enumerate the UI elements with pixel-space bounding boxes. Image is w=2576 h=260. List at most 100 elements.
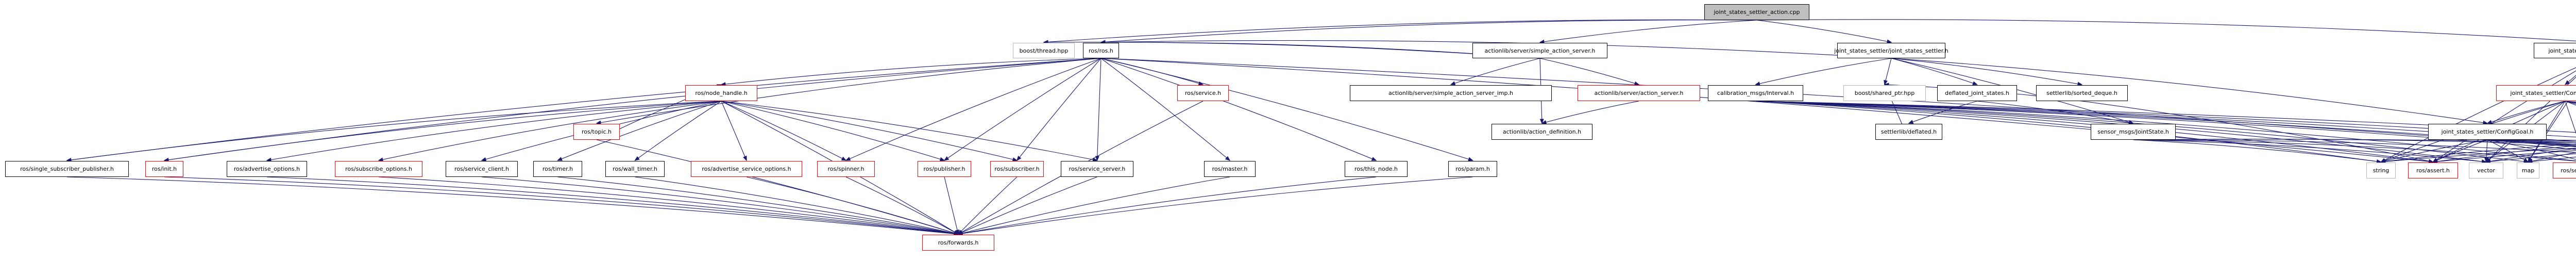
include-edge-topic-to-forwards bbox=[596, 139, 959, 235]
include-edge-interval-to-time bbox=[1755, 101, 2576, 146]
graph-node-node-handle[interactable]: ros/node_handle.h bbox=[685, 85, 757, 101]
include-edge-svc_client-to-forwards bbox=[481, 176, 959, 236]
graph-node-label: joint_states_settler/ConfigActionGoal.h bbox=[2510, 90, 2576, 96]
graph-node-sorted-deque[interactable]: settlerlib/sorted_deque.h bbox=[2036, 85, 2128, 101]
include-edge-cfga-to-cfgag bbox=[2564, 75, 2576, 85]
include-edge-cfga-to-vec bbox=[2485, 76, 2576, 163]
graph-node-ssp[interactable]: ros/single_subscriber_publisher.h bbox=[5, 161, 129, 177]
graph-node-label: ros/serialization.h bbox=[2561, 167, 2576, 174]
include-edge-node_handle-to-spinner bbox=[721, 101, 847, 161]
include-edge-sas-to-aserver bbox=[1539, 58, 1640, 86]
include-edge-root-to-ros_ros bbox=[1100, 20, 1757, 44]
include-edge-jointstate-to-ostream bbox=[2133, 139, 2576, 153]
include-edge-ros_ros-to-topic bbox=[596, 58, 1101, 125]
graph-node-aserver[interactable]: actionlib/server/action_server.h bbox=[1578, 85, 1700, 101]
graph-node-label: actionlib/server/simple_action_server_im… bbox=[1388, 90, 1513, 96]
include-edge-node_handle-to-ssp bbox=[66, 101, 722, 162]
include-edge-ros_ros-to-this_node bbox=[1100, 58, 1377, 161]
graph-node-label: ros/assert.h bbox=[2416, 167, 2450, 174]
graph-node-sas-imp[interactable]: actionlib/server/simple_action_server_im… bbox=[1350, 85, 1552, 101]
graph-node-spinner[interactable]: ros/spinner.h bbox=[817, 161, 875, 177]
include-edge-interval-to-traits bbox=[1755, 101, 2576, 138]
include-edge-node_handle-to-adv_opts bbox=[266, 101, 722, 162]
graph-node-deflated-js[interactable]: deflated_joint_states.h bbox=[1937, 85, 2017, 101]
graph-node-timer[interactable]: ros/timer.h bbox=[533, 161, 582, 177]
graph-node-label: deflated_joint_states.h bbox=[1945, 90, 2009, 96]
include-edge-node_handle-to-sub_opts bbox=[378, 101, 722, 162]
graph-node-jointstate[interactable]: sensor_msgs/JointState.h bbox=[2091, 124, 2176, 140]
graph-node-action-def[interactable]: actionlib/action_definition.h bbox=[1492, 124, 1592, 140]
graph-node-label: joint_states_settler/ConfigAction.h bbox=[2548, 47, 2576, 54]
include-edge-ros_ros-to-node_handle bbox=[720, 58, 1101, 87]
graph-node-label: ros/advertise_options.h bbox=[233, 166, 300, 172]
graph-node-label: ros/single_subscriber_publisher.h bbox=[20, 166, 114, 172]
include-edge-cfggoal-to-str bbox=[2380, 139, 2488, 163]
include-edge-jointstate-to-msgops bbox=[2133, 139, 2576, 143]
graph-node-label: actionlib/server/action_server.h bbox=[1594, 90, 1684, 96]
graph-node-init[interactable]: ros/init.h bbox=[145, 161, 183, 177]
graph-node-label: ros/timer.h bbox=[542, 166, 573, 172]
graph-node-adv-svc-opts[interactable]: ros/advertise_service_options.h bbox=[691, 161, 802, 177]
include-edge-root-to-jss bbox=[1756, 20, 1892, 44]
include-edge-interval-to-str bbox=[1755, 101, 2382, 164]
graph-node-label: joint_states_settler/joint_states_settle… bbox=[1834, 47, 1948, 54]
graph-node-vec: vector bbox=[2469, 163, 2503, 178]
include-edge-jss-to-shared_ptr bbox=[1884, 58, 1892, 86]
include-edge-ros_ros-to-init bbox=[163, 58, 1101, 162]
graph-node-jss[interactable]: joint_states_settler/joint_states_settle… bbox=[1834, 43, 1948, 58]
graph-node-interval[interactable]: calibration_msgs/Interval.h bbox=[1708, 85, 1803, 101]
graph-node-deflated[interactable]: settlerlib/deflated.h bbox=[1875, 124, 1942, 140]
graph-node-label: ros/master.h bbox=[1212, 166, 1248, 172]
graph-node-topic[interactable]: ros/topic.h bbox=[573, 124, 620, 140]
include-edge-adv_svc_opts-to-forwards bbox=[746, 176, 959, 235]
include-edge-init-to-forwards bbox=[164, 176, 959, 236]
graph-node-cfggoal[interactable]: joint_states_settler/ConfigGoal.h bbox=[2428, 124, 2547, 140]
graph-node-service[interactable]: ros/service.h bbox=[1177, 85, 1229, 101]
include-edge-sas-to-sas_imp bbox=[1450, 58, 1540, 86]
include-edge-adv_opts-to-forwards bbox=[266, 176, 959, 236]
graph-node-svc-server[interactable]: ros/service_server.h bbox=[1061, 161, 1133, 177]
include-edge-node_handle-to-adv_svc_opts bbox=[721, 101, 747, 161]
graph-node-subscriber[interactable]: ros/subscriber.h bbox=[990, 161, 1044, 177]
graph-node-param[interactable]: ros/param.h bbox=[1448, 161, 1497, 177]
include-edge-param-to-forwards bbox=[957, 176, 1473, 236]
graph-node-label: ros/node_handle.h bbox=[695, 90, 748, 96]
graph-node-label: ros/publisher.h bbox=[923, 166, 965, 172]
graph-node-publisher[interactable]: ros/publisher.h bbox=[918, 161, 971, 177]
graph-node-label: actionlib/action_definition.h bbox=[1502, 128, 1582, 135]
include-edge-cfgares-to-vec bbox=[2485, 148, 2576, 164]
include-edge-publisher-to-forwards bbox=[944, 176, 959, 235]
graph-node-master[interactable]: ros/master.h bbox=[1204, 161, 1256, 177]
include-edge-cfgafb-to-vec bbox=[2485, 153, 2576, 164]
include-edge-interval-to-msgops bbox=[1755, 101, 2576, 133]
graph-node-label: ros/subscriber.h bbox=[994, 166, 1040, 172]
graph-node-svc-client[interactable]: ros/service_client.h bbox=[446, 161, 518, 177]
graph-node-boost-thread: boost/thread.hpp bbox=[1013, 43, 1075, 58]
graph-node-serialization[interactable]: ros/serialization.h bbox=[2553, 163, 2576, 178]
include-edge-wall_timer-to-forwards bbox=[635, 176, 959, 236]
graph-node-cfga[interactable]: joint_states_settler/ConfigAction.h bbox=[2534, 43, 2576, 58]
include-edge-svc_server-to-forwards bbox=[957, 176, 1097, 235]
graph-node-assert[interactable]: ros/assert.h bbox=[2408, 163, 2458, 178]
include-edge-cfga-to-map bbox=[2528, 88, 2576, 163]
graph-node-forwards[interactable]: ros/forwards.h bbox=[922, 235, 994, 251]
include-edge-ros_ros-to-spinner bbox=[845, 58, 1101, 161]
graph-node-sub-opts[interactable]: ros/subscribe_options.h bbox=[335, 161, 422, 177]
include-edge-cfgag-to-map bbox=[2528, 101, 2566, 163]
graph-node-this-node[interactable]: ros/this_node.h bbox=[1345, 161, 1408, 177]
graph-node-wall-timer[interactable]: ros/wall_timer.h bbox=[605, 161, 665, 177]
include-edge-ssp-to-forwards bbox=[66, 176, 959, 236]
include-edge-ros_ros-to-assert bbox=[1100, 58, 2434, 164]
graph-node-cfgag[interactable]: joint_states_settler/ConfigActionGoal.h bbox=[2496, 85, 2576, 101]
graph-node-adv-opts[interactable]: ros/advertise_options.h bbox=[227, 161, 307, 177]
graph-node-ros-ros[interactable]: ros/ros.h bbox=[1083, 43, 1119, 58]
include-edge-cfggoal-to-macros bbox=[2487, 139, 2576, 143]
include-edge-node_handle-to-svc_server bbox=[721, 101, 1098, 162]
graph-node-label: ros/this_node.h bbox=[1354, 166, 1398, 172]
graph-node-str: string bbox=[2366, 163, 2396, 178]
graph-node-sas[interactable]: actionlib/server/simple_action_server.h bbox=[1472, 43, 1607, 58]
graph-node-label: boost/shared_ptr.hpp bbox=[1854, 90, 1915, 96]
include-edge-master-to-forwards bbox=[957, 176, 1230, 235]
include-edge-node_handle-to-timer bbox=[557, 101, 722, 161]
